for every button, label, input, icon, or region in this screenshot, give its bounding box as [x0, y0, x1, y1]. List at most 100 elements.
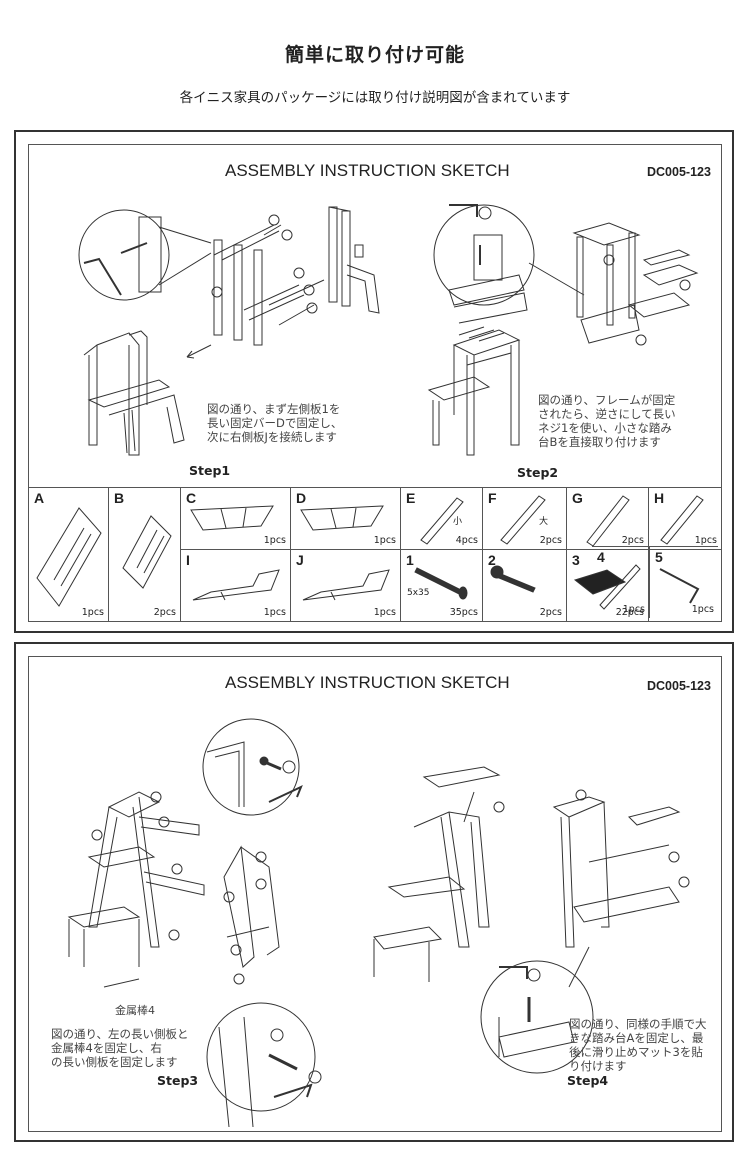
part-qty: 1pcs [81, 607, 104, 618]
part-h: H 1pcs [649, 487, 721, 549]
part-5-wrench: 5 1pcs [650, 546, 718, 618]
steps-3-4-illustration [67, 718, 690, 1128]
part-letter: 3 [572, 552, 580, 568]
page-title: 簡単に取り付け可能 [284, 44, 465, 66]
step2-note-line: 図の通り、フレームが固定 [538, 393, 676, 407]
part-f: F 大 2pcs [483, 487, 567, 549]
part-letter: F [488, 490, 497, 506]
part-qty: 1pcs [263, 535, 286, 546]
part-qty: 1pcs [373, 535, 396, 546]
part-letter: 2 [488, 552, 496, 568]
metal-rod-icon [599, 564, 641, 610]
part-c-frame-icon [190, 505, 274, 531]
sheet-1-frame: ASSEMBLY INSTRUCTION SKETCH DC005-123 [28, 144, 722, 622]
part-qty: 1pcs [691, 604, 714, 615]
part-letter: H [654, 490, 665, 506]
part-i: I 1pcs [181, 549, 291, 621]
part-j: J 1pcs [291, 549, 401, 621]
part-d-frame-icon [300, 505, 384, 531]
part-g: G 2pcs [567, 487, 649, 549]
step2-note-line: ネジ1を使い、小さな踏み [538, 421, 672, 435]
step2-note-line: 台Bを直接取り付けます [538, 435, 661, 449]
step4-note-line: 後に滑り止めマット3を貼 [569, 1045, 703, 1059]
metal-rod-label: 金属棒4 [115, 1004, 155, 1017]
instruction-sheet-2: ASSEMBLY INSTRUCTION SKETCH DC005-123 [14, 642, 734, 1142]
part-e-bar-icon [420, 497, 464, 545]
part-qty: 1pcs [373, 607, 396, 618]
sheet-1-overlay: 4 1pcs 5 1pcs [26, 142, 718, 618]
part-letter: A [34, 490, 45, 506]
instruction-sheet-1: ASSEMBLY INSTRUCTION SKETCH DC005-123 [14, 130, 734, 633]
part-g-bar-icon [586, 495, 630, 547]
sheet-2-code: DC005-123 [647, 679, 711, 693]
sheet-2-frame: ASSEMBLY INSTRUCTION SKETCH DC005-123 [28, 656, 722, 1132]
step1-note-line: 図の通り、まず左側板1を [207, 402, 341, 416]
part-letter: C [186, 490, 197, 506]
part-qty: 2pcs [621, 535, 644, 546]
part-a: A 1pcs [29, 487, 109, 621]
bolt-icon [490, 565, 536, 593]
sheet-1-heading: ASSEMBLY INSTRUCTION SKETCH [225, 161, 510, 180]
part-b: B 2pcs [109, 487, 181, 621]
step3-note-line: の長い側板を固定します [51, 1055, 178, 1069]
part-qty: 35pcs [449, 607, 478, 618]
step3-note-line: 金属棒4を固定し、右 [51, 1041, 162, 1055]
step1-note-line: 次に右側板Jを接続します [207, 430, 337, 444]
step4-label: Step4 [567, 1073, 609, 1088]
part-b-board-icon [122, 515, 172, 589]
part-i-frame-icon [192, 569, 280, 601]
part-h-rod-icon [660, 495, 704, 545]
step3-note-line: 図の通り、左の長い側板と [51, 1027, 189, 1041]
part-qty: 1pcs [263, 607, 286, 618]
sheet-2-heading: ASSEMBLY INSTRUCTION SKETCH [225, 673, 510, 692]
page-subtitle: 各イニス家具のパッケージには取り付け説明図が含まれています [179, 90, 571, 106]
part-4-rod: 4 1pcs [592, 546, 650, 618]
step4-note-line: きな踏み台Aを固定し、最 [569, 1031, 704, 1045]
part-letter: 5 [655, 549, 663, 565]
parts-list: A 1pcs B 2pcs C 1pcs [29, 487, 721, 621]
part-e: E 小 4pcs [401, 487, 483, 549]
part-4 [649, 549, 721, 621]
part-letter: E [406, 490, 416, 506]
part-a-board-icon [36, 507, 102, 607]
part-3: 3 22pcs [567, 549, 649, 621]
step4-note-line: り付けます [569, 1059, 627, 1073]
part-letter: D [296, 490, 307, 506]
screw-size: 5x35 [407, 588, 430, 598]
part-1: 1 5x35 35pcs [401, 549, 483, 621]
part-qty: 4pcs [455, 535, 478, 546]
step3-note: 図の通り、左の長い側板と 金属棒4を固定し、右 の長い側板を固定します [51, 1027, 189, 1069]
part-c: C 1pcs [181, 487, 291, 549]
part-letter: I [186, 552, 190, 568]
sheet-1-code: DC005-123 [647, 165, 711, 179]
part-size-note: 大 [539, 517, 549, 527]
part-qty: 2pcs [539, 607, 562, 618]
part-qty: 1pcs [694, 535, 717, 546]
part-d: D 1pcs [291, 487, 401, 549]
hex-key-icon [659, 568, 700, 604]
step2-label: Step2 [517, 465, 559, 480]
part-j-frame-icon [302, 569, 390, 601]
part-qty: 2pcs [153, 607, 176, 618]
part-f-bar-icon [500, 495, 546, 545]
step2-note-line: されたら、逆さにして長い [538, 407, 676, 421]
part-letter: B [114, 490, 125, 506]
part-qty: 22pcs [615, 607, 644, 618]
steps-1-2-illustration [78, 204, 699, 456]
anti-slip-mat-icon [573, 569, 627, 595]
step1-note: 図の通り、まず左側板1を 長い固定バーDで固定し、 次に右側板Jを接続します [207, 402, 342, 444]
part-letter: G [572, 490, 583, 506]
step4-note: 図の通り、同様の手順で大 きな踏み台Aを固定し、最 後に滑り止めマット3を貼 り… [569, 1017, 707, 1073]
part-size-note: 小 [453, 517, 463, 527]
long-screw-icon [414, 567, 468, 600]
step2-note: 図の通り、フレームが固定 されたら、逆さにして長い ネジ1を使い、小さな踏み 台… [538, 393, 676, 449]
part-letter: 4 [597, 549, 605, 565]
part-qty: 2pcs [539, 535, 562, 546]
step4-note-line: 図の通り、同様の手順で大 [569, 1017, 707, 1031]
step1-note-line: 長い固定バーDで固定し、 [207, 416, 343, 430]
step3-label: Step3 [157, 1073, 199, 1088]
part-qty: 1pcs [622, 604, 645, 615]
part-letter: J [296, 552, 304, 568]
part-letter: 1 [406, 552, 414, 568]
part-2: 2 2pcs [483, 549, 567, 621]
